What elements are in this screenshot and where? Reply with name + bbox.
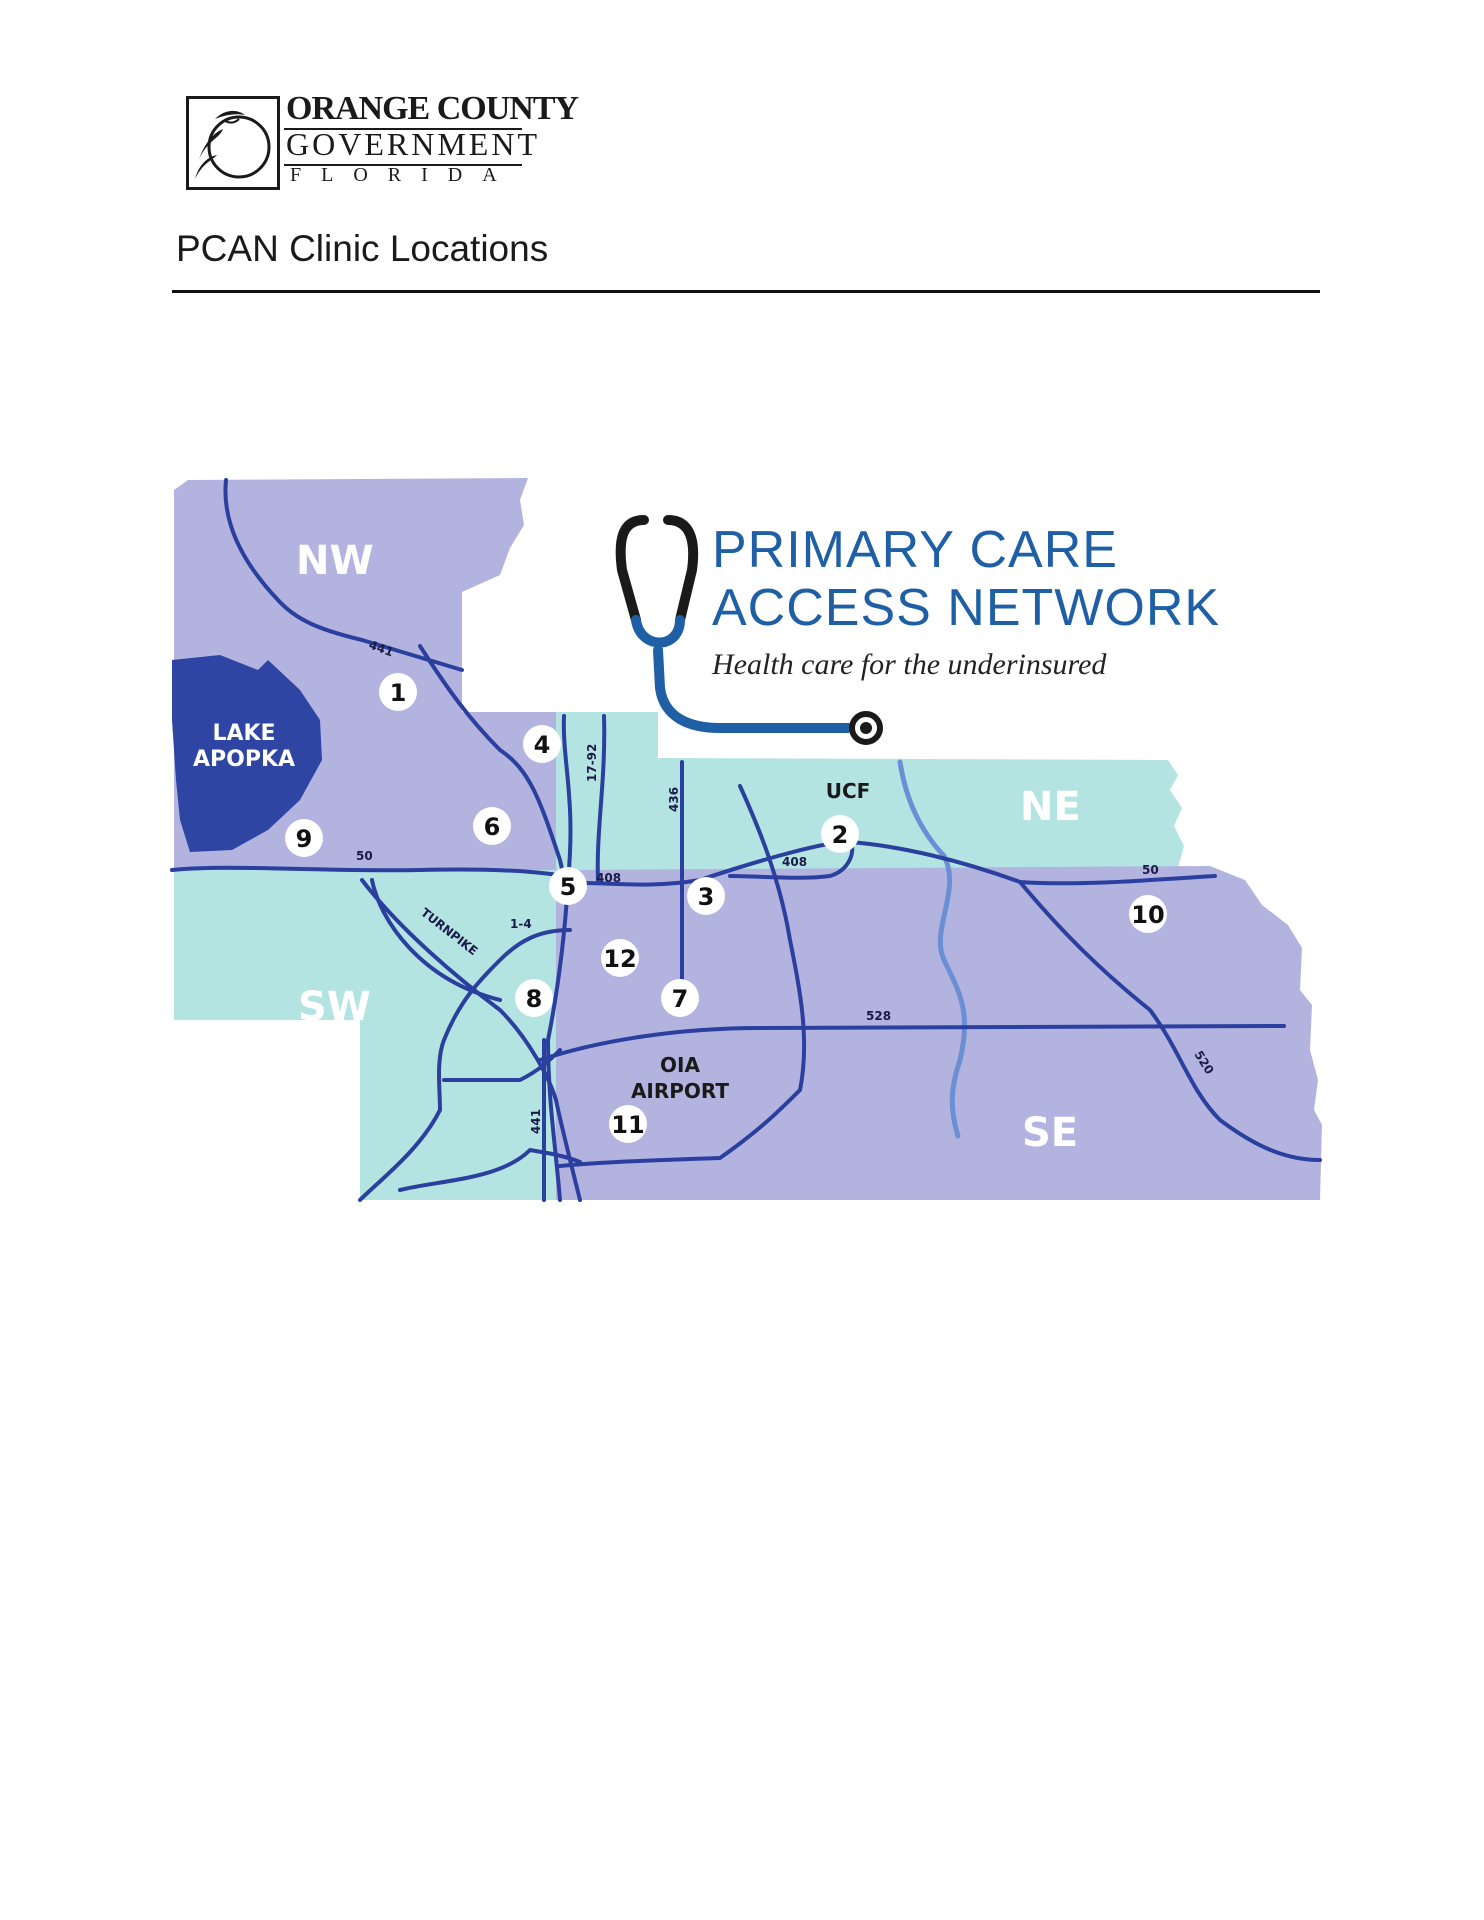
clinic-marker-circle (523, 725, 561, 763)
clinic-marker-number: 3 (698, 883, 715, 911)
region-se-area (556, 866, 1322, 1200)
clinic-marker-number: 1 (390, 679, 407, 707)
road-17-92-path (546, 714, 573, 1202)
clinic-marker-number: 7 (672, 985, 689, 1013)
clinic-marker-number: 8 (526, 985, 543, 1013)
logo-line-florida: FLORIDA (290, 164, 517, 186)
clinic-marker-8: 8 (515, 979, 553, 1017)
clinic-marker-circle (379, 673, 417, 711)
road-436-path (595, 714, 607, 882)
clinic-marker-circle (473, 807, 511, 845)
region-ne-label: NE (1020, 784, 1081, 830)
lake-apopka-area (172, 655, 322, 852)
lake-label-line2: APOPKA (193, 747, 295, 772)
road-50-east-label: 50 (1142, 863, 1159, 877)
clinic-marker-number: 12 (603, 945, 636, 973)
clinic-marker-10: 10 (1129, 895, 1167, 933)
road-408-east-label: 408 (782, 855, 807, 869)
river (897, 759, 968, 1139)
clinic-marker-circle (661, 979, 699, 1017)
clinic-marker-11: 11 (609, 1105, 647, 1143)
lake-label-line1: LAKE (212, 721, 275, 746)
clinic-marker-number: 9 (296, 825, 313, 853)
road-520-path (1018, 880, 1322, 1162)
clinic-marker-circle (515, 979, 553, 1017)
clinic-marker-6: 6 (473, 807, 511, 845)
road-sw-connector (442, 1048, 562, 1082)
region-sw-area (174, 870, 556, 1200)
orange-seal-icon (186, 96, 280, 190)
clinic-marker-circle (687, 877, 725, 915)
region-ne-area (556, 712, 1184, 870)
brand-line-access-network: ACCESS NETWORK (712, 579, 1221, 637)
title-divider (172, 290, 1320, 293)
road-sw-short (370, 878, 502, 1002)
clinic-marker-circle (609, 1105, 647, 1143)
road-south-link (398, 1148, 582, 1192)
region-sw-label: SW (298, 984, 371, 1030)
page-title: PCAN Clinic Locations (176, 228, 549, 269)
clinic-marker-1: 1 (379, 673, 417, 711)
stethoscope-icon (615, 515, 883, 745)
airport-label-line2: AIRPORT (631, 1079, 729, 1103)
ucf-label: UCF (826, 779, 871, 803)
logo-line-government: GOVERNMENT (286, 126, 540, 162)
clinic-marker-circle (821, 815, 859, 853)
clinic-marker-number: 4 (534, 731, 551, 759)
clinic-marker-9: 9 (285, 819, 323, 857)
clinic-marker-3: 3 (687, 877, 725, 915)
clinic-marker-7: 7 (661, 979, 699, 1017)
clinic-marker-circle (285, 819, 323, 857)
road-50-west-label: 50 (356, 849, 373, 863)
clinic-marker-number: 6 (484, 813, 501, 841)
clinic-marker-4: 4 (523, 725, 561, 763)
clinic-marker-number: 10 (1131, 901, 1164, 929)
clinic-marker-circle (1129, 895, 1167, 933)
road-441-south-label: 441 (529, 1109, 543, 1134)
clinic-marker-number: 5 (560, 873, 577, 901)
clinic-marker-12: 12 (601, 939, 639, 977)
logo-rule-bottom (284, 164, 522, 166)
clinic-marker-number: 2 (832, 821, 849, 849)
road-turnpike-path (360, 878, 582, 1202)
region-se-label: SE (1022, 1110, 1078, 1156)
clinic-marker-5: 5 (549, 867, 587, 905)
brand-tagline: Health care for the underinsured (712, 648, 1107, 681)
road-i4-label: 1-4 (510, 917, 532, 931)
clinic-marker-circle (601, 939, 639, 977)
road-528-path (538, 1024, 1286, 1062)
road-408-west-label: 408 (596, 871, 621, 885)
clinic-marker-circle (549, 867, 587, 905)
orange-county-logo: ORANGE COUNTY GOVERNMENT FLORIDA (176, 88, 579, 196)
road-airport-loop (558, 784, 807, 1168)
road-436-label: 436 (667, 787, 681, 812)
road-17-92-label: 17-92 (585, 744, 599, 782)
logo-line-orange-county: ORANGE COUNTY (286, 90, 579, 127)
road-441-north-path (223, 478, 464, 672)
clinic-marker-2: 2 (821, 815, 859, 853)
region-nw-label: NW (296, 538, 374, 584)
airport-label-line1: OIA (660, 1053, 700, 1077)
logo-rule-top (284, 128, 522, 130)
clinic-marker-number: 11 (611, 1111, 644, 1139)
road-528-label: 528 (866, 1009, 891, 1023)
road-northern-diagonal (418, 644, 568, 888)
brand-line-primary-care: PRIMARY CARE (712, 521, 1118, 579)
road-50-west-path (170, 865, 566, 878)
road-i4-path (358, 928, 572, 1202)
